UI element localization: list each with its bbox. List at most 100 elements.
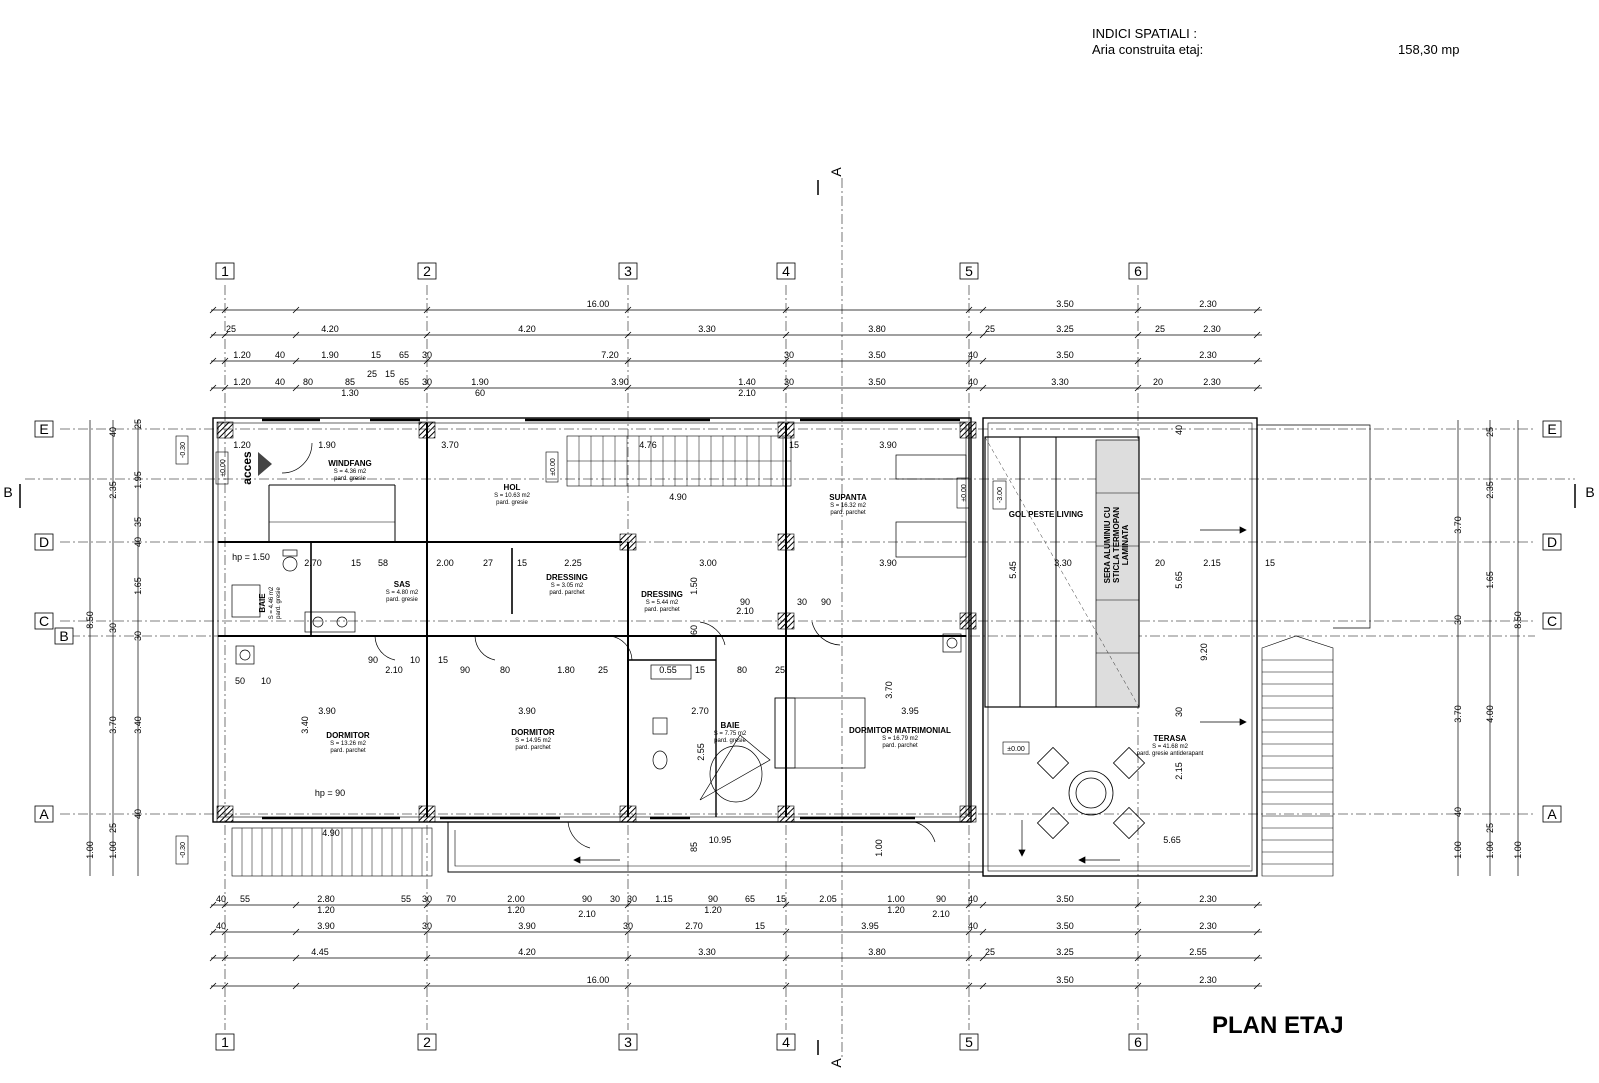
dim-top-r4-3: 85 xyxy=(345,377,355,387)
dim-tick xyxy=(292,982,300,990)
dim-tick xyxy=(292,901,300,909)
dim-top-r4-14: 3.30 xyxy=(1051,377,1069,387)
dim-tick xyxy=(1134,901,1142,909)
dim-top-r4-13: 40 xyxy=(968,377,978,387)
dim-tick xyxy=(1253,982,1261,990)
dim-in-23: 10 xyxy=(410,655,420,665)
dims-bottom: 40 55 2.80 55 30 70 2.00 90 30 30 1.15 9… xyxy=(216,894,1217,985)
room-supanta-floor: pard. parchet xyxy=(830,510,866,516)
dim-right-14: 1.00 xyxy=(1513,841,1523,859)
level-minus-gol: -3.00 xyxy=(997,487,1004,503)
room-hol-area: S = 10.63 m2 xyxy=(494,493,531,499)
dim-tick xyxy=(221,901,229,909)
dim-top-r2-0: 25 xyxy=(226,324,236,334)
dims-inner: 1.20 1.90 3.70 4.76 15 3.90 4.90 2.70 15… xyxy=(232,440,1275,857)
room-terasa-name: TERASA xyxy=(1154,734,1187,743)
axis-e-left: E xyxy=(39,421,48,437)
dim-bot-r3-2: 3.30 xyxy=(698,947,716,957)
dim-left-9: 30 xyxy=(133,631,143,641)
dim-tick xyxy=(624,901,632,909)
dim-bot-r2-7: 3.95 xyxy=(861,921,879,931)
dim-bot-r1-18: 3.50 xyxy=(1056,894,1074,904)
axis-d-right: D xyxy=(1547,534,1557,550)
dim-in-14: 3.00 xyxy=(699,558,717,568)
dim-in-45: 3.40 xyxy=(300,716,310,734)
section-b-left: B xyxy=(3,484,12,500)
axis-4-top: 4 xyxy=(782,263,790,279)
dim-tick xyxy=(965,954,973,962)
level-zero-supanta: ±0.00 xyxy=(961,484,968,502)
dim-right-11: 25 xyxy=(1485,823,1495,833)
dim-top-r4s-2: 2.10 xyxy=(738,388,756,398)
plan-title: PLAN ETAJ xyxy=(1212,1012,1344,1039)
dim-tick xyxy=(1134,928,1142,936)
section-markers: A A B B xyxy=(3,167,1594,1068)
dim-in-30: 15 xyxy=(695,665,705,675)
dim-in-1: 1.90 xyxy=(318,440,336,450)
room-baie2-area: S = 7.75 m2 xyxy=(714,731,747,737)
dim-in-9: 58 xyxy=(378,558,388,568)
dim-top-r4-5: 15 xyxy=(385,369,395,379)
dim-in-13: 2.25 xyxy=(564,558,582,568)
dim-tick xyxy=(209,954,217,962)
room-labels: WINDFANG S = 4.36 m2 pard. gresie HOL S … xyxy=(258,459,1204,757)
terrace-table xyxy=(1036,746,1146,840)
dim-tick xyxy=(1134,357,1142,365)
dim-top-r3-3: 15 xyxy=(371,350,381,360)
stairs xyxy=(566,435,792,487)
dim-bot-r3-6: 2.55 xyxy=(1189,947,1207,957)
dim-top-r4-4: 25 xyxy=(367,369,377,379)
dim-top-r4-9: 3.90 xyxy=(611,377,629,387)
doors xyxy=(281,442,936,849)
dim-top-r4-8: 1.90 xyxy=(471,377,489,387)
dim-tick xyxy=(1253,384,1261,392)
dim-bot-r1s-4: 1.20 xyxy=(887,905,905,915)
dim-left-10: 3.70 xyxy=(108,716,118,734)
dim-in-50: 2.15 xyxy=(1174,762,1184,780)
dim-top-r4-11: 30 xyxy=(784,377,794,387)
dim-left-3: 1.95 xyxy=(133,471,143,489)
dim-in-5: 3.90 xyxy=(879,440,897,450)
dim-tick xyxy=(979,982,987,990)
dim-bot-r4-0: 16.00 xyxy=(587,975,610,985)
dim-left-8: 30 xyxy=(108,623,118,633)
dim-right-8: 4.00 xyxy=(1485,705,1495,723)
dim-bot-r1s-3: 1.20 xyxy=(704,905,722,915)
header-title: INDICI SPATIALI : xyxy=(1092,26,1197,41)
dim-top-r4s-0: 1.30 xyxy=(341,388,359,398)
dim-top-r2-7: 25 xyxy=(1155,324,1165,334)
dim-bot-r1s-5: 2.10 xyxy=(932,909,950,919)
dim-top-r4-7: 30 xyxy=(422,377,432,387)
dim-right-5: 8.50 xyxy=(1513,611,1523,629)
dim-top-r2-1: 4.20 xyxy=(321,324,339,334)
dim-tick xyxy=(209,306,217,314)
dim-tick xyxy=(979,306,987,314)
dim-left-7: 8.50 xyxy=(85,611,95,629)
dim-top-r3-7: 30 xyxy=(784,350,794,360)
dim-left-5: 40 xyxy=(133,537,143,547)
room-sas-floor: pard. gresie xyxy=(386,597,418,603)
room-hol-floor: pard. gresie xyxy=(496,500,528,506)
dim-tick xyxy=(624,928,632,936)
dim-bot-r2-9: 3.50 xyxy=(1056,921,1074,931)
dim-tick xyxy=(221,982,229,990)
dim-tick xyxy=(423,928,431,936)
room-dressing1-area: S = 3.05 m2 xyxy=(551,583,584,589)
dim-in-12: 15 xyxy=(517,558,527,568)
axis-labels-vertical: 1 2 3 4 5 6 1 2 3 4 5 6 xyxy=(221,263,1142,1050)
dim-left-12: 40 xyxy=(133,809,143,819)
dim-bot-r1-8: 30 xyxy=(610,894,620,904)
dim-in-48: 85 xyxy=(689,842,699,852)
dim-tick xyxy=(292,331,300,339)
dim-bot-r1-5: 70 xyxy=(446,894,456,904)
dim-bot-r1-13: 15 xyxy=(776,894,786,904)
axis-c-right: C xyxy=(1547,613,1557,629)
dim-right-13: 1.00 xyxy=(1485,841,1495,859)
dim-top-r2-6: 3.25 xyxy=(1056,324,1074,334)
dim-tick xyxy=(979,384,987,392)
dim-right-15: 5.65 xyxy=(1174,571,1184,589)
dim-in-17: 20 xyxy=(1155,558,1165,568)
axis-d-left: D xyxy=(39,534,49,550)
dim-tick xyxy=(624,384,632,392)
